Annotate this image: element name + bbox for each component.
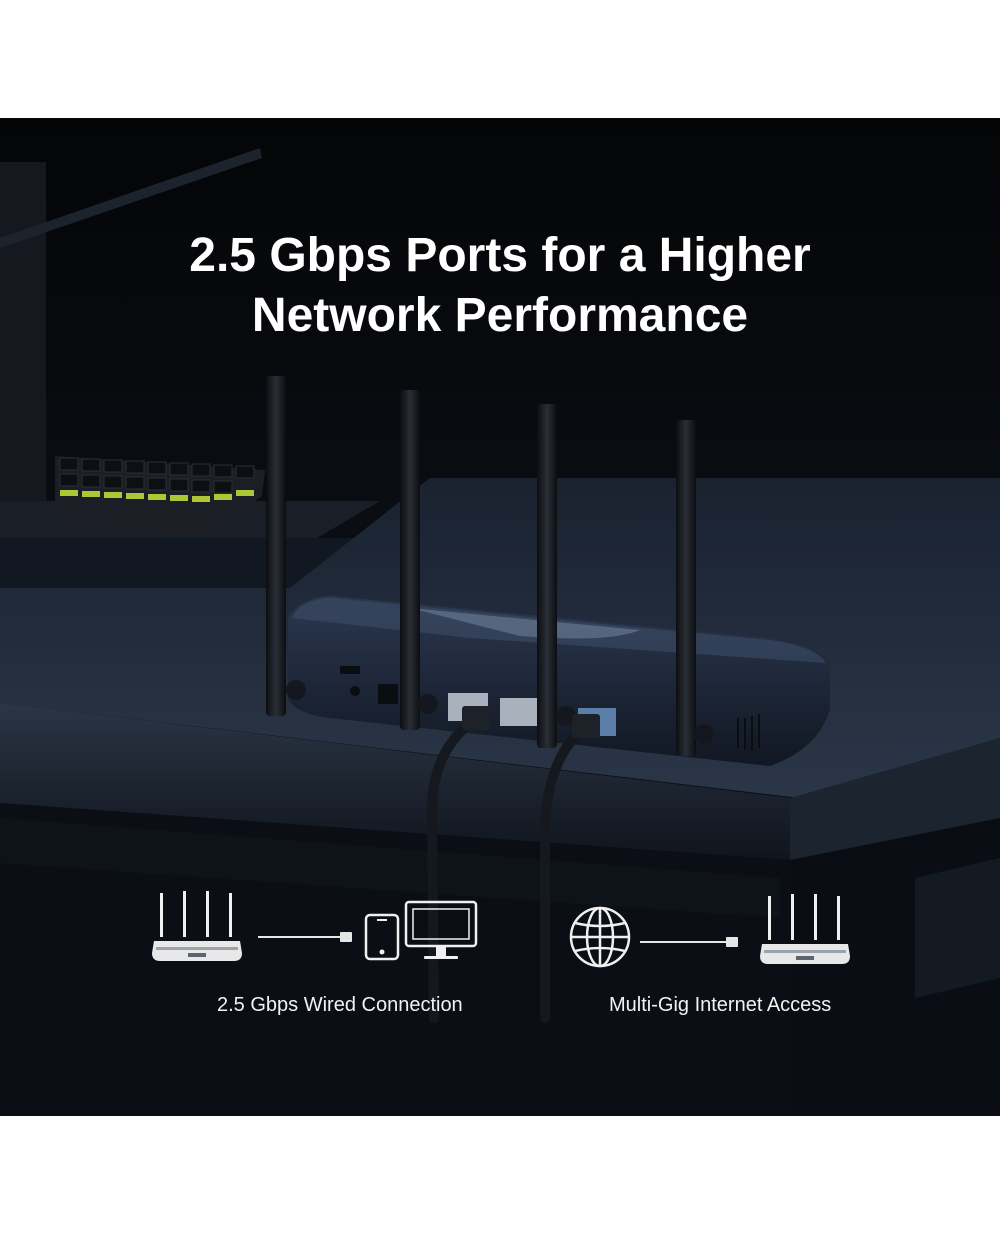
router-icon [760,894,850,964]
feature-caption-wired: 2.5 Gbps Wired Connection [217,994,463,1016]
router-desk-scene [0,148,1000,1116]
monitor-icon [404,900,478,959]
desk [0,478,1000,1116]
feature-caption-internet: Multi-Gig Internet Access [609,994,832,1016]
globe-icon [569,906,631,968]
cable-icon [640,937,738,947]
product-banner: 2.5 Gbps Ports for a Higher Network Perf… [0,118,1000,1116]
antennas [266,376,714,756]
headline: 2.5 Gbps Ports for a Higher Network Perf… [0,226,1000,346]
phone-icon [364,913,400,961]
cable-icon [258,932,352,942]
headline-line-2: Network Performance [251,289,749,342]
headline-line-1: 2.5 Gbps Ports for a Higher [189,229,811,282]
router-icon [152,891,242,961]
keyboard [55,456,265,538]
